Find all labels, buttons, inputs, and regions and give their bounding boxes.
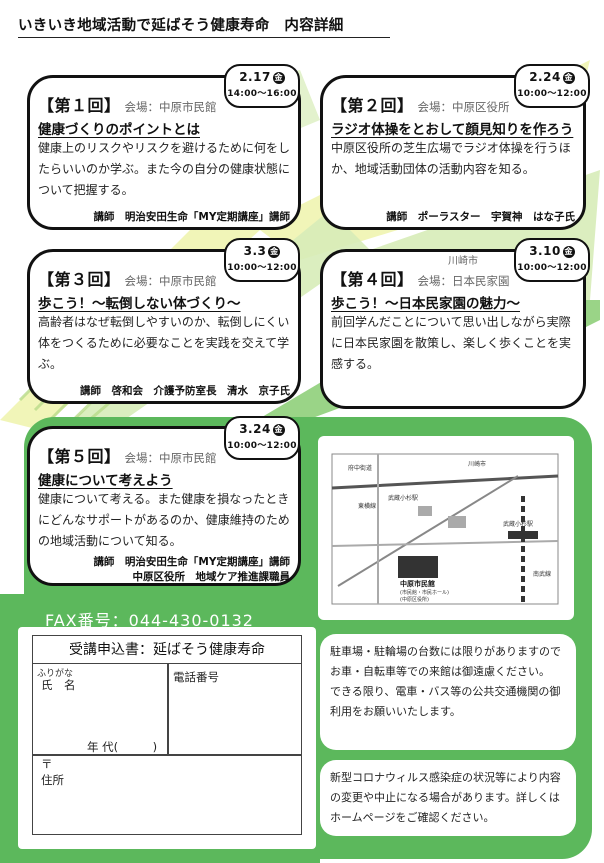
- weekday-badge: 金: [562, 246, 575, 258]
- map-label: 武蔵小杉駅: [503, 520, 533, 528]
- fax-number: FAX番号：044-430-0132: [45, 611, 254, 630]
- weekday-badge: 金: [268, 246, 281, 258]
- venue-city-note: 川崎市: [448, 256, 478, 267]
- session-lecturer: 講師 明治安田生命「MY定期講座」講師: [93, 211, 290, 223]
- session-date: 3.3: [243, 244, 267, 258]
- form-title: 受講申込書：延ばそう健康寿命: [33, 636, 301, 664]
- form-divider: [33, 754, 301, 756]
- session-lecturer: 講師 明治安田生命「MY定期講座」講師: [93, 556, 290, 568]
- session-date: 3.24: [239, 422, 271, 436]
- session-time: 10:00～12:00: [227, 441, 297, 451]
- covid-notice: 新型コロナウィルス感染症の状況等により内容の変更や中止になる場合があります。詳し…: [320, 760, 576, 836]
- session-venue: 会場：日本民家園: [417, 274, 510, 288]
- session-date: 2.17: [239, 70, 271, 84]
- map-drawing: 府中街道 川崎市 東横線 南武線 中原市民館 武蔵小杉駅 武蔵小杉駅 (市民館・…: [331, 453, 559, 605]
- application-form: 受講申込書：延ばそう健康寿命 ふりがな 氏 名 電話番号 年 代( ) 〒 住所: [32, 635, 302, 835]
- parking-notice: 駐車場・駐輪場の台数には限りがありますのでお車・自転車等での来館は御遠慮ください…: [320, 634, 576, 750]
- session-description: 高齢者はなぜ転倒しやすいのか、転倒しにくい体をつくるために必要なことを実践を交え…: [38, 315, 290, 371]
- session-time: 14:00～16:00: [227, 89, 297, 99]
- session-venue: 会場：中原市民館: [124, 274, 217, 288]
- session-date: 2.24: [529, 70, 561, 84]
- map-label: 武蔵小杉駅: [388, 494, 418, 502]
- session-venue: 会場：中原市民館: [124, 100, 217, 114]
- session-venue: 会場：中原市民館: [124, 451, 217, 465]
- session-description: 健康について考える。また健康を損なったときにどんなサポートがあるのか、健康維持の…: [38, 492, 290, 548]
- furigana-label: ふりがな: [37, 669, 74, 679]
- map-label: 南武線: [533, 570, 551, 578]
- map-label: (市民館・市民ホール): [400, 589, 449, 596]
- address-label: 住所: [41, 773, 64, 787]
- session-time: 10:00～12:00: [517, 89, 587, 99]
- session-label: 【第５回】: [38, 447, 121, 466]
- covid-notice-text: 新型コロナウィルス感染症の状況等により内容の変更や中止になる場合があります。詳し…: [330, 771, 561, 824]
- session-lecturer: 講師 ポーラスター 宇賀神 はな子氏: [386, 211, 575, 223]
- session-label: 【第３回】: [38, 270, 121, 289]
- map-label: 中原市民館: [400, 579, 435, 588]
- map-label: 東横線: [358, 502, 376, 510]
- access-map: 府中街道 川崎市 東横線 南武線 中原市民館 武蔵小杉駅 武蔵小杉駅 (市民館・…: [318, 436, 574, 620]
- weekday-badge: 金: [272, 424, 285, 436]
- session-time: 10:00～12:00: [227, 263, 297, 273]
- map-label: (中原区役所): [400, 596, 429, 603]
- session-label: 【第１回】: [38, 96, 121, 115]
- session-topic: 歩こう！～日本民家園の魅力～: [331, 296, 520, 312]
- form-divider: [167, 664, 169, 756]
- session-description: 前回学んだことについて思い出しながら実際に日本民家園を散策し、楽しく歩くことを実…: [331, 315, 572, 371]
- session-topic: 健康について考えよう: [38, 473, 173, 489]
- session-lecturer: 講師 啓和会 介護予防室長 清水 京子氏: [80, 385, 290, 397]
- parking-notice-text: 駐車場・駐輪場の台数には限りがありますのでお車・自転車等での来館は御遠慮ください…: [330, 645, 561, 718]
- postal-mark: 〒: [41, 757, 53, 771]
- page-title: いきいき地域活動で延ばそう健康寿命 内容詳細: [18, 14, 390, 38]
- weekday-badge: 金: [272, 72, 285, 84]
- session-label: 【第２回】: [331, 96, 414, 115]
- session-topic: 健康づくりのポイントとは: [38, 122, 200, 138]
- session-date: 3.10: [529, 244, 561, 258]
- session-description: 健康上のリスクやリスクを避けるために何をしたらいいのか学ぶ。また今の自分の健康状…: [38, 141, 291, 197]
- session-label: 【第４回】: [331, 270, 414, 289]
- map-label: 府中街道: [348, 464, 372, 472]
- session-time: 10:00～12:00: [517, 263, 587, 273]
- session-topic: 歩こう！～転倒しない体づくり～: [38, 296, 241, 312]
- name-label: 氏 名: [41, 678, 76, 692]
- age-label: 年 代( ): [87, 740, 158, 754]
- map-label: 川崎市: [468, 460, 486, 468]
- session-venue: 会場：中原区役所: [417, 100, 510, 114]
- phone-label: 電話番号: [173, 670, 219, 684]
- session-topic: ラジオ体操をとおして顔見知りを作ろう: [331, 122, 574, 138]
- session-lecturer: 中原区役所 地域ケア推進課職員: [132, 571, 291, 583]
- session-description: 中原区役所の芝生広場でラジオ体操を行うほか、地域活動団体の活動内容を知る。: [331, 141, 571, 176]
- weekday-badge: 金: [562, 72, 575, 84]
